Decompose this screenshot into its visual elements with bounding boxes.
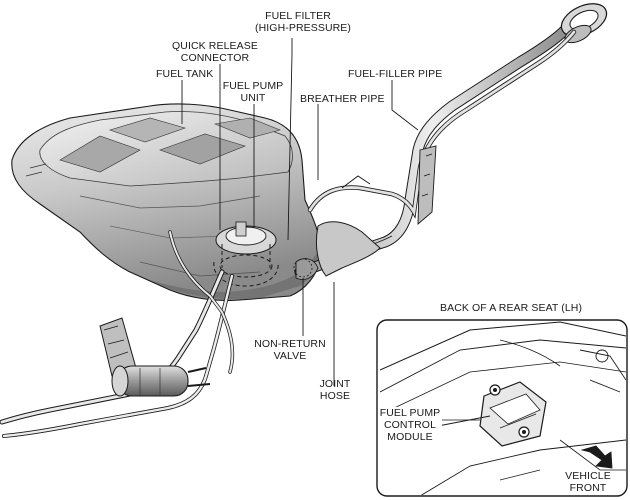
label-vehicle-front: VEHICLE FRONT [560,470,616,494]
filler-bracket [417,145,437,226]
label-fuel-filter-line1: FUEL FILTER [265,10,331,22]
arrow-down-right-icon [580,445,613,469]
label-quick-release-line2: CONNECTOR [180,52,250,64]
label-inset-title: BACK OF A REAR SEAT (LH) [440,302,583,314]
label-vehicle-front-line1: VEHICLE [565,470,611,482]
label-fuel-filter: FUEL FILTER (HIGH-PRESSURE) [255,10,352,34]
leader-lines [181,38,419,386]
label-fuel-pump-unit-line2: UNIT [240,92,266,104]
label-fuel-tank: FUEL TANK [156,68,214,80]
label-vehicle-front-line2: FRONT [569,482,607,494]
fuel-pump-control-module [479,381,547,447]
label-fuel-filler-pipe: FUEL-FILLER PIPE [348,68,443,80]
label-non-return-valve: NON-RETURN VALVE [252,338,328,362]
label-joint-hose-line2: HOSE [319,390,351,402]
label-fpcm-line2: CONTROL [383,419,437,431]
label-fpcm-line3: MODULE [387,431,433,443]
label-non-return-valve-line2: VALVE [273,350,307,362]
label-fuel-pump-unit-line1: FUEL PUMP [222,80,284,92]
fuel-pump-unit-mount [213,221,279,287]
label-quick-release-connector: QUICK RELEASE CONNECTOR [170,40,260,64]
joint-hose [293,221,381,280]
label-joint-hose: JOINT HOSE [312,378,358,402]
charcoal-canister [99,317,211,397]
fuel-tank-body [11,103,321,302]
label-quick-release-line1: QUICK RELEASE [172,40,258,52]
label-fuel-pump-unit: FUEL PUMP UNIT [222,80,284,104]
filler-cap [560,3,608,44]
label-fpcm-line1: FUEL PUMP [379,407,441,419]
label-non-return-valve-line1: NON-RETURN [254,338,326,350]
label-fuel-filter-line2: (HIGH-PRESSURE) [255,22,352,34]
label-fuel-pump-control-module: FUEL PUMP CONTROL MODULE [378,407,442,443]
label-breather-pipe: BREATHER PIPE [300,93,385,105]
label-joint-hose-line1: JOINT [319,378,351,390]
inset-detail [376,319,628,497]
